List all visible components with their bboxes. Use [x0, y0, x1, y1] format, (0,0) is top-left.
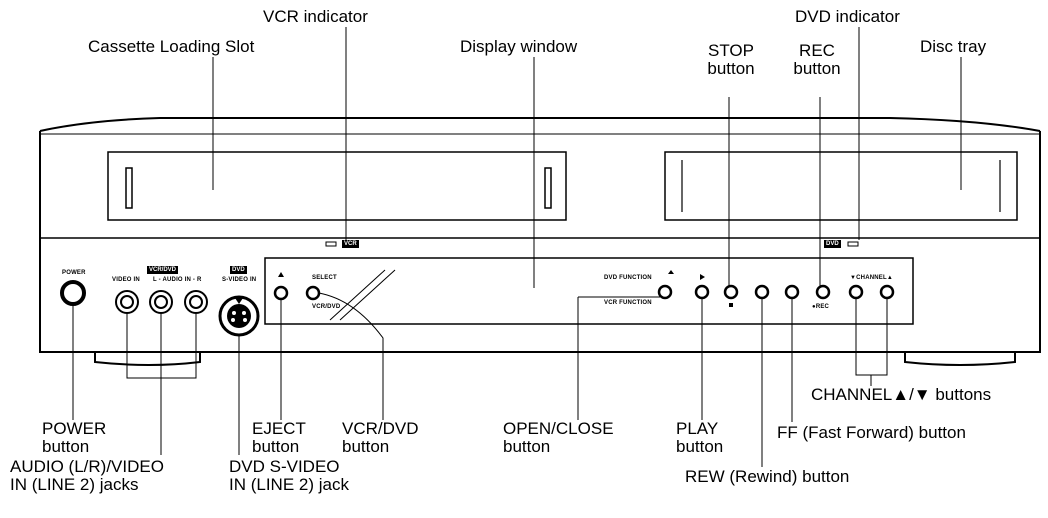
- svideo-jack-label-line1: DVD S-VIDEO: [229, 457, 340, 476]
- svideo-jack-label: DVD S-VIDEO IN (LINE 2) jack: [229, 458, 349, 494]
- dvd-indicator-label: DVD indicator: [795, 7, 900, 26]
- open-close-button-label-line1: OPEN/CLOSE: [503, 419, 614, 438]
- power-print: POWER: [62, 270, 86, 276]
- vcr-dvd-group-badge: VCR/DVD: [147, 266, 179, 274]
- stop-button-label-line2: button: [707, 59, 755, 78]
- channel-down-button[interactable]: [848, 284, 864, 300]
- control-panel: [264, 257, 914, 325]
- channel-print: ▼CHANNEL▲: [850, 275, 894, 281]
- power-button-label-line1: POWER: [42, 419, 107, 438]
- power-button-label: POWER button: [42, 420, 106, 456]
- dvd-function-print: DVD FUNCTION: [604, 275, 652, 281]
- disc-tray: [664, 151, 1018, 221]
- ff-button-label: FF (Fast Forward) button: [777, 423, 966, 442]
- device-top-edge: [39, 117, 1041, 132]
- rew-button-label: REW (Rewind) button: [685, 467, 850, 486]
- svideo-in-print: S-VIDEO IN: [222, 277, 257, 283]
- play-button-label: PLAY button: [676, 420, 723, 456]
- rec-button-label-line2: button: [793, 59, 841, 78]
- dvd-indicator-led: [847, 241, 859, 247]
- select-print: SELECT: [312, 275, 337, 281]
- cassette-slot-label: Cassette Loading Slot: [88, 37, 255, 56]
- vcr-dvd-button-label-line1: VCR/DVD: [342, 419, 419, 438]
- play-button[interactable]: [694, 284, 710, 300]
- video-in-print: VIDEO IN: [112, 277, 140, 283]
- video-in-jack: [115, 290, 139, 314]
- vcr-dvd-button-label: VCR/DVD button: [342, 420, 419, 456]
- rec-print: ●REC: [812, 304, 830, 310]
- device-body: [39, 131, 1041, 353]
- channel-buttons-label: CHANNEL▲/▼ buttons: [811, 385, 992, 404]
- vcr-dvd-print: VCR/DVD: [312, 304, 341, 310]
- play-button-label-line1: PLAY: [676, 419, 719, 438]
- leader-lines: [72, 27, 962, 467]
- open-close-button-label: OPEN/CLOSE button: [503, 420, 614, 456]
- audio-l-jack: [149, 290, 173, 314]
- eject-button-label: EJECT button: [252, 420, 306, 456]
- rec-button[interactable]: [815, 284, 831, 300]
- audio-jacks-label-line2: IN (LINE 2) jacks: [10, 475, 139, 494]
- audio-in-print: L - AUDIO IN - R: [153, 277, 202, 283]
- vcr-dvd-button[interactable]: [305, 285, 321, 301]
- svideo-jack-label-line2: IN (LINE 2) jack: [229, 475, 349, 494]
- stop-button[interactable]: [723, 284, 739, 300]
- eject-button[interactable]: [273, 285, 289, 301]
- rec-button-label: REC button: [786, 42, 848, 78]
- vcr-indicator-led: [325, 241, 337, 247]
- vcr-indicator-label: VCR indicator: [263, 7, 368, 26]
- dvd-badge: DVD: [824, 240, 841, 248]
- display-window-label: Display window: [460, 37, 578, 56]
- right-foot: [904, 352, 1016, 366]
- eject-button-label-line2: button: [252, 437, 300, 456]
- svideo-jack: [218, 295, 260, 337]
- vcr-function-print: VCR FUNCTION: [604, 300, 652, 306]
- power-button[interactable]: [60, 280, 86, 306]
- dvd-group-badge: DVD: [230, 266, 247, 274]
- stop-button-label: STOP button: [702, 42, 760, 78]
- rec-button-label-line1: REC: [799, 41, 835, 60]
- vcr-dvd-button-label-line2: button: [342, 437, 390, 456]
- rew-button[interactable]: [754, 284, 770, 300]
- channel-up-button[interactable]: [879, 284, 895, 300]
- left-foot: [94, 352, 201, 366]
- power-button-label-line2: button: [42, 437, 90, 456]
- open-close-button[interactable]: [657, 284, 673, 300]
- play-button-label-line2: button: [676, 437, 724, 456]
- disc-tray-label: Disc tray: [920, 37, 987, 56]
- ff-button[interactable]: [784, 284, 800, 300]
- audio-jacks-label-line1: AUDIO (L/R)/VIDEO: [10, 457, 164, 476]
- stop-button-label-line1: STOP: [708, 41, 754, 60]
- open-close-button-label-line2: button: [503, 437, 551, 456]
- audio-r-jack: [184, 290, 208, 314]
- audio-jacks-label: AUDIO (L/R)/VIDEO IN (LINE 2) jacks: [10, 458, 164, 494]
- cassette-loading-slot: [107, 151, 567, 221]
- eject-button-label-line1: EJECT: [252, 419, 306, 438]
- vcr-badge: VCR: [342, 240, 359, 248]
